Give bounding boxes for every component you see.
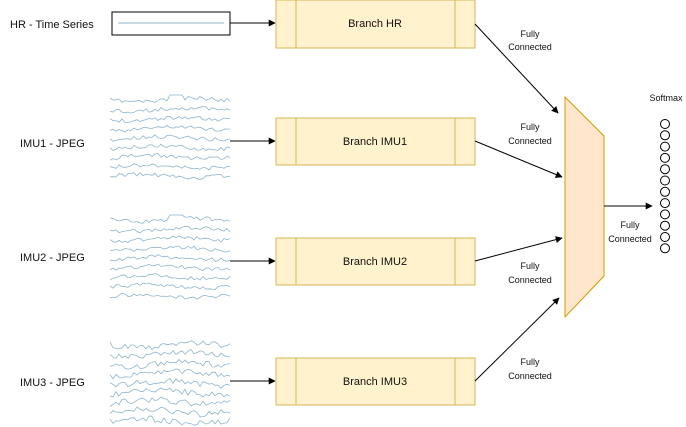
fc-label-output: Fully Connected — [608, 220, 652, 244]
softmax-node — [660, 175, 670, 186]
branch-imu3: Branch IMU3 — [275, 357, 476, 406]
softmax-node — [660, 232, 670, 242]
arrow-imu1-to-merge — [474, 140, 563, 178]
arrow-imu2-to-merge — [474, 236, 563, 262]
arrow-hr-to-merge — [474, 23, 559, 114]
softmax-nodes — [660, 119, 670, 254]
fc-label-imu1: Fully Connected — [508, 122, 552, 146]
softmax-node — [660, 130, 670, 141]
svg-text:Connected: Connected — [508, 136, 552, 146]
softmax-node — [660, 220, 670, 231]
softmax-node — [660, 209, 670, 220]
svg-text:Connected: Connected — [608, 234, 652, 244]
branch-imu2: Branch IMU2 — [275, 237, 476, 286]
merge-layer — [564, 95, 605, 319]
softmax-node — [660, 164, 670, 175]
branch-imu1: Branch IMU1 — [275, 117, 476, 166]
fc-label-hr: Fully Connected — [508, 29, 552, 52]
input-label-imu3: IMU3 - JPEG — [20, 377, 85, 389]
branch-imu1-label: Branch IMU1 — [343, 136, 407, 148]
svg-text:Connected: Connected — [508, 42, 552, 52]
softmax-label: Softmax — [649, 93, 683, 103]
branch-hr: Branch HR — [275, 0, 476, 49]
softmax-node — [660, 152, 670, 163]
input-label-imu1: IMU1 - JPEG — [20, 138, 85, 150]
softmax-node — [660, 141, 670, 152]
branch-hr-label: Branch HR — [348, 18, 402, 30]
imu1-signal-image — [109, 94, 231, 180]
softmax-node — [660, 198, 670, 209]
fc-label-imu2: Fully Connected — [508, 261, 552, 285]
branch-imu3-label: Branch IMU3 — [343, 376, 407, 388]
svg-text:Fully: Fully — [520, 261, 540, 271]
hr-time-series-box — [111, 11, 231, 36]
imu3-signal-image — [109, 340, 231, 426]
branch-imu2-label: Branch IMU2 — [343, 256, 407, 268]
arrow-imu3-to-merge — [474, 297, 560, 382]
svg-text:Fully: Fully — [620, 220, 640, 230]
imu2-signal-image — [109, 214, 231, 300]
svg-text:Fully: Fully — [520, 357, 540, 367]
softmax-node — [660, 243, 670, 254]
softmax-node — [660, 186, 670, 197]
input-label-hr: HR - Time Series — [10, 19, 94, 31]
svg-text:Fully: Fully — [520, 29, 540, 39]
svg-text:Connected: Connected — [508, 275, 552, 285]
input-label-imu2: IMU2 - JPEG — [20, 252, 85, 264]
svg-text:Connected: Connected — [508, 371, 552, 381]
softmax-node — [660, 119, 670, 129]
svg-text:Fully: Fully — [520, 122, 540, 132]
fc-label-imu3: Fully Connected — [508, 357, 552, 381]
